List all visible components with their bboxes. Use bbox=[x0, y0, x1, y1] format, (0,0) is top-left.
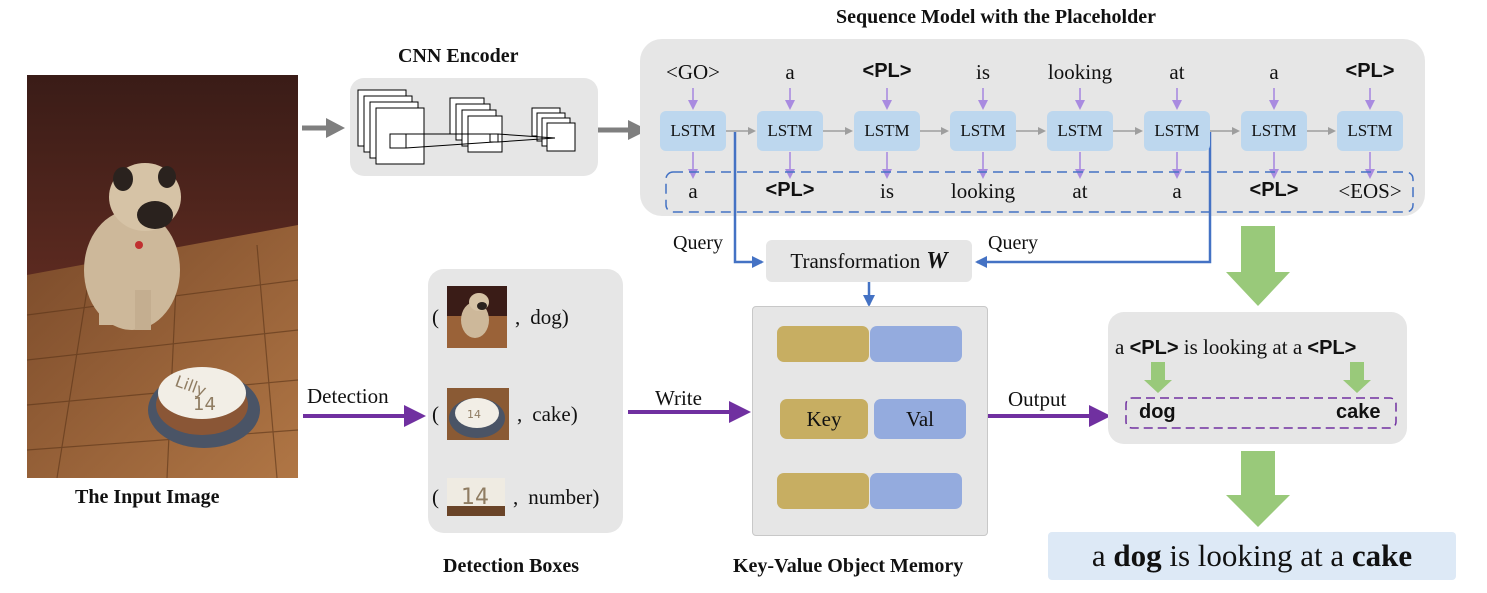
cake-detection-label: cake bbox=[532, 401, 571, 426]
detection-row-dog: ( , dog) bbox=[432, 286, 569, 348]
lstm-cell: LSTM bbox=[1241, 111, 1307, 151]
input-token: <PL> bbox=[1345, 60, 1395, 82]
sentence-part: is looking at a bbox=[1183, 335, 1303, 359]
lstm-cell: LSTM bbox=[1337, 111, 1403, 151]
output-token: at bbox=[1072, 179, 1088, 203]
memory-val-slot bbox=[870, 473, 962, 509]
output-token: a bbox=[688, 179, 698, 203]
number-detection-label: number bbox=[528, 484, 593, 509]
output-fill-graphics bbox=[1125, 362, 1397, 429]
memory-title: Key-Value Object Memory bbox=[733, 555, 964, 577]
fill-dashed-box bbox=[1125, 397, 1397, 429]
cnn-encoder-title: CNN Encoder bbox=[398, 45, 519, 67]
input-token: a bbox=[1269, 60, 1279, 84]
input-token: a bbox=[785, 60, 795, 84]
lstm-cell: LSTM bbox=[1144, 111, 1210, 151]
transformation-symbol: W bbox=[926, 247, 948, 274]
input-token: <PL> bbox=[862, 60, 912, 82]
fill-cake: cake bbox=[1336, 401, 1381, 423]
output-token: <PL> bbox=[765, 179, 815, 201]
caption-part: a bbox=[1091, 538, 1106, 573]
memory-key-slot bbox=[777, 326, 869, 362]
placeholder-token: <PL> bbox=[1129, 337, 1179, 359]
output-token: <PL> bbox=[1249, 179, 1299, 201]
caption-object: dog bbox=[1113, 538, 1162, 573]
svg-text:14: 14 bbox=[193, 394, 216, 415]
detection-row-cake: ( 14 , cake) bbox=[432, 388, 578, 440]
placeholder-sentence: a <PL> is looking at a <PL> bbox=[1115, 335, 1356, 360]
arrow-green-to-final bbox=[1226, 451, 1290, 527]
lstm-cell: LSTM bbox=[757, 111, 823, 151]
output-token: is bbox=[879, 179, 894, 203]
sequence-model-title: Sequence Model with the Placeholder bbox=[836, 6, 1156, 28]
memory-val: Val bbox=[874, 399, 966, 439]
arrow-query-right bbox=[975, 132, 1212, 268]
memory-key: Key bbox=[780, 399, 868, 439]
input-image: Lilly 14 bbox=[27, 75, 298, 478]
write-label: Write bbox=[655, 386, 702, 410]
arrow-cnn-to-sequence bbox=[598, 120, 648, 140]
green-arrow-small bbox=[1144, 362, 1172, 393]
detection-row-number: ( 14 , number) bbox=[432, 478, 599, 516]
transformation-label: Transformation bbox=[790, 248, 921, 273]
output-token: a bbox=[1172, 179, 1182, 203]
final-caption: a dog is looking at a cake bbox=[1048, 532, 1456, 580]
sentence-part: a bbox=[1115, 335, 1125, 359]
arrow-green-seq-to-output bbox=[1226, 226, 1290, 306]
output-label: Output bbox=[1008, 387, 1067, 411]
lstm-cell: LSTM bbox=[854, 111, 920, 151]
output-token: <EOS> bbox=[1338, 179, 1402, 203]
cake-thumbnail: 14 bbox=[447, 388, 509, 440]
svg-text:14: 14 bbox=[461, 485, 489, 510]
dog-figure bbox=[84, 163, 181, 330]
lstm-cell: LSTM bbox=[950, 111, 1016, 151]
memory-val-slot bbox=[870, 326, 962, 362]
output-tokens-dashed-box bbox=[665, 171, 1414, 213]
arrow-query-left bbox=[733, 132, 764, 268]
lstm-cell: LSTM bbox=[1047, 111, 1113, 151]
detection-boxes-title: Detection Boxes bbox=[443, 555, 580, 577]
cnn-encoder-panel bbox=[350, 78, 598, 176]
query-left-label: Query bbox=[673, 232, 723, 254]
lstm-cell: LSTM bbox=[660, 111, 726, 151]
input-token: looking bbox=[1047, 60, 1113, 84]
placeholder-token: <PL> bbox=[1307, 337, 1357, 359]
dog-detection-label: dog bbox=[530, 304, 562, 329]
transformation-box: Transformation W bbox=[766, 240, 972, 282]
svg-text:14: 14 bbox=[467, 408, 481, 421]
green-arrow-small bbox=[1343, 362, 1371, 393]
input-image-title: The Input Image bbox=[75, 486, 220, 508]
caption-object: cake bbox=[1351, 538, 1413, 573]
number-thumbnail: 14 bbox=[447, 478, 505, 516]
cake-figure: Lilly 14 bbox=[148, 367, 260, 448]
output-token: looking bbox=[950, 179, 1016, 203]
caption-part: is looking at a bbox=[1169, 538, 1345, 573]
memory-key-slot bbox=[777, 473, 869, 509]
arrow-image-to-cnn bbox=[302, 118, 345, 138]
query-right-label: Query bbox=[988, 232, 1038, 254]
cnn-layers-icon bbox=[357, 89, 576, 165]
input-token: <GO> bbox=[665, 60, 721, 84]
input-token: is bbox=[975, 60, 990, 84]
fill-dog: dog bbox=[1139, 401, 1176, 423]
input-token: at bbox=[1169, 60, 1185, 84]
dog-thumbnail bbox=[447, 286, 507, 348]
detection-label: Detection bbox=[307, 384, 389, 408]
